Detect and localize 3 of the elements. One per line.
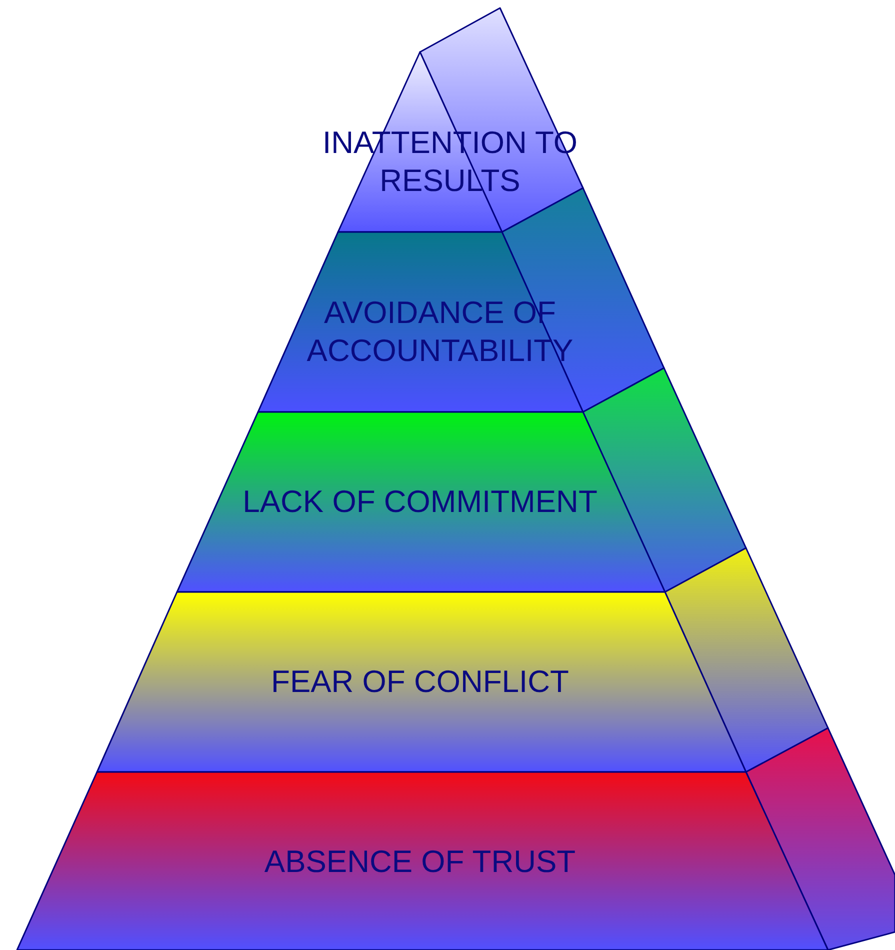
layer-label: FEAR OF CONFLICT (270, 663, 570, 701)
layer-label: ABSENCE OF TRUST (263, 843, 577, 881)
layer-label: LACK OF COMMITMENT (242, 483, 598, 521)
